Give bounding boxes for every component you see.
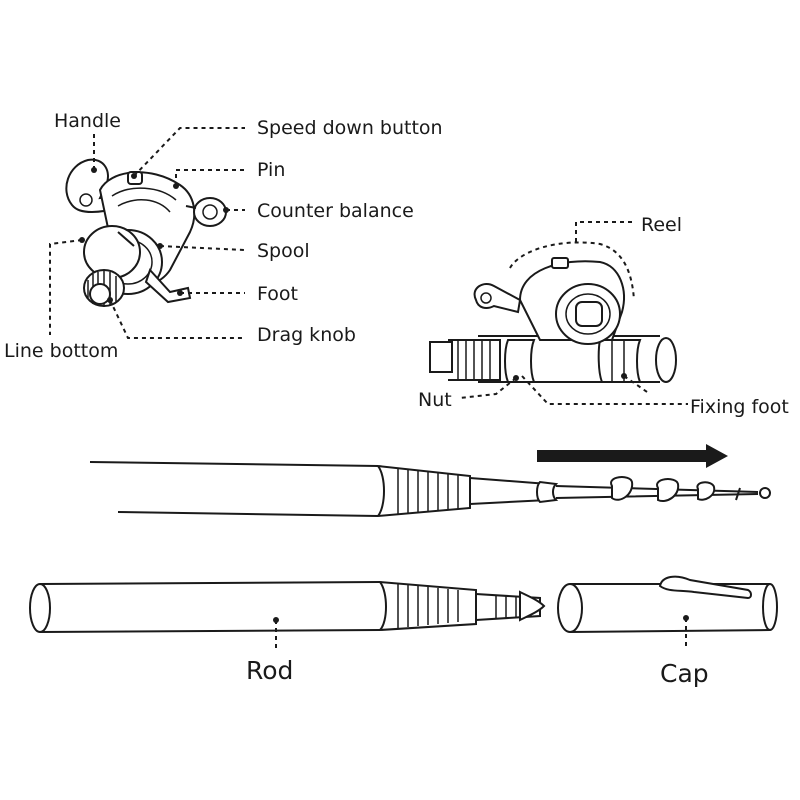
mounted-reel-leader-lines (459, 221, 688, 405)
pin-part (117, 231, 135, 247)
extend-direction-arrow (537, 444, 728, 468)
counter-balance-part (193, 197, 227, 227)
drag-knob-part (83, 269, 125, 307)
label-spool: Spool (257, 240, 310, 262)
reel-illustration (65, 158, 227, 307)
cap-illustration (557, 575, 778, 648)
label-speed-down-button: Speed down button (257, 117, 443, 139)
label-cap: Cap (660, 659, 709, 688)
foot-part (144, 268, 192, 304)
nut-part (429, 339, 501, 381)
label-fixing-foot: Fixing foot (690, 396, 789, 418)
label-rod: Rod (246, 656, 293, 685)
label-line-bottom: Line bottom (4, 340, 118, 362)
fixing-foot-part (597, 337, 677, 383)
extended-rod-illustration (89, 444, 771, 517)
label-counter-balance: Counter balance (257, 200, 414, 222)
label-handle: Handle (54, 110, 121, 132)
label-nut: Nut (418, 389, 452, 411)
collapsed-rod-illustration (29, 581, 546, 648)
label-drag-knob: Drag knob (257, 324, 356, 346)
reel-leader-lines (49, 127, 246, 339)
label-reel: Reel (641, 214, 682, 236)
mounted-reel-illustration (429, 257, 677, 383)
label-pin: Pin (257, 159, 285, 181)
label-foot: Foot (257, 283, 298, 305)
